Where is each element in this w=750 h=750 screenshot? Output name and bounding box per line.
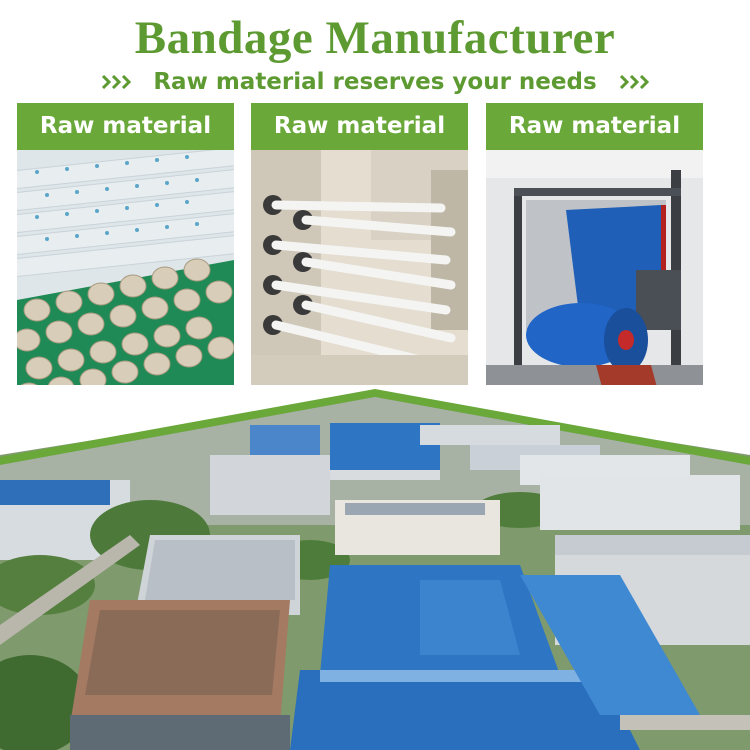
panel-label: Raw material <box>17 103 234 150</box>
panel-label: Raw material <box>486 103 703 150</box>
subtitle-row: Raw material reserves your needs <box>0 64 750 100</box>
raw-material-panel-2: Raw material <box>251 103 468 402</box>
factory-aerial-photo <box>0 385 750 750</box>
raw-material-panel-1: Raw material <box>17 103 234 402</box>
raw-material-panel-3: Raw material <box>486 103 703 402</box>
panel-label: Raw material <box>251 103 468 150</box>
page-subtitle: Raw material reserves your needs <box>153 69 597 95</box>
chevrons-right-icon <box>102 75 132 89</box>
bandage-rolls-photo <box>17 150 234 402</box>
chevrons-left-icon <box>619 75 649 89</box>
winding-machine-photo <box>251 150 468 402</box>
page-title: Bandage Manufacturer <box>134 12 616 64</box>
fabric-roll-photo <box>486 150 703 402</box>
